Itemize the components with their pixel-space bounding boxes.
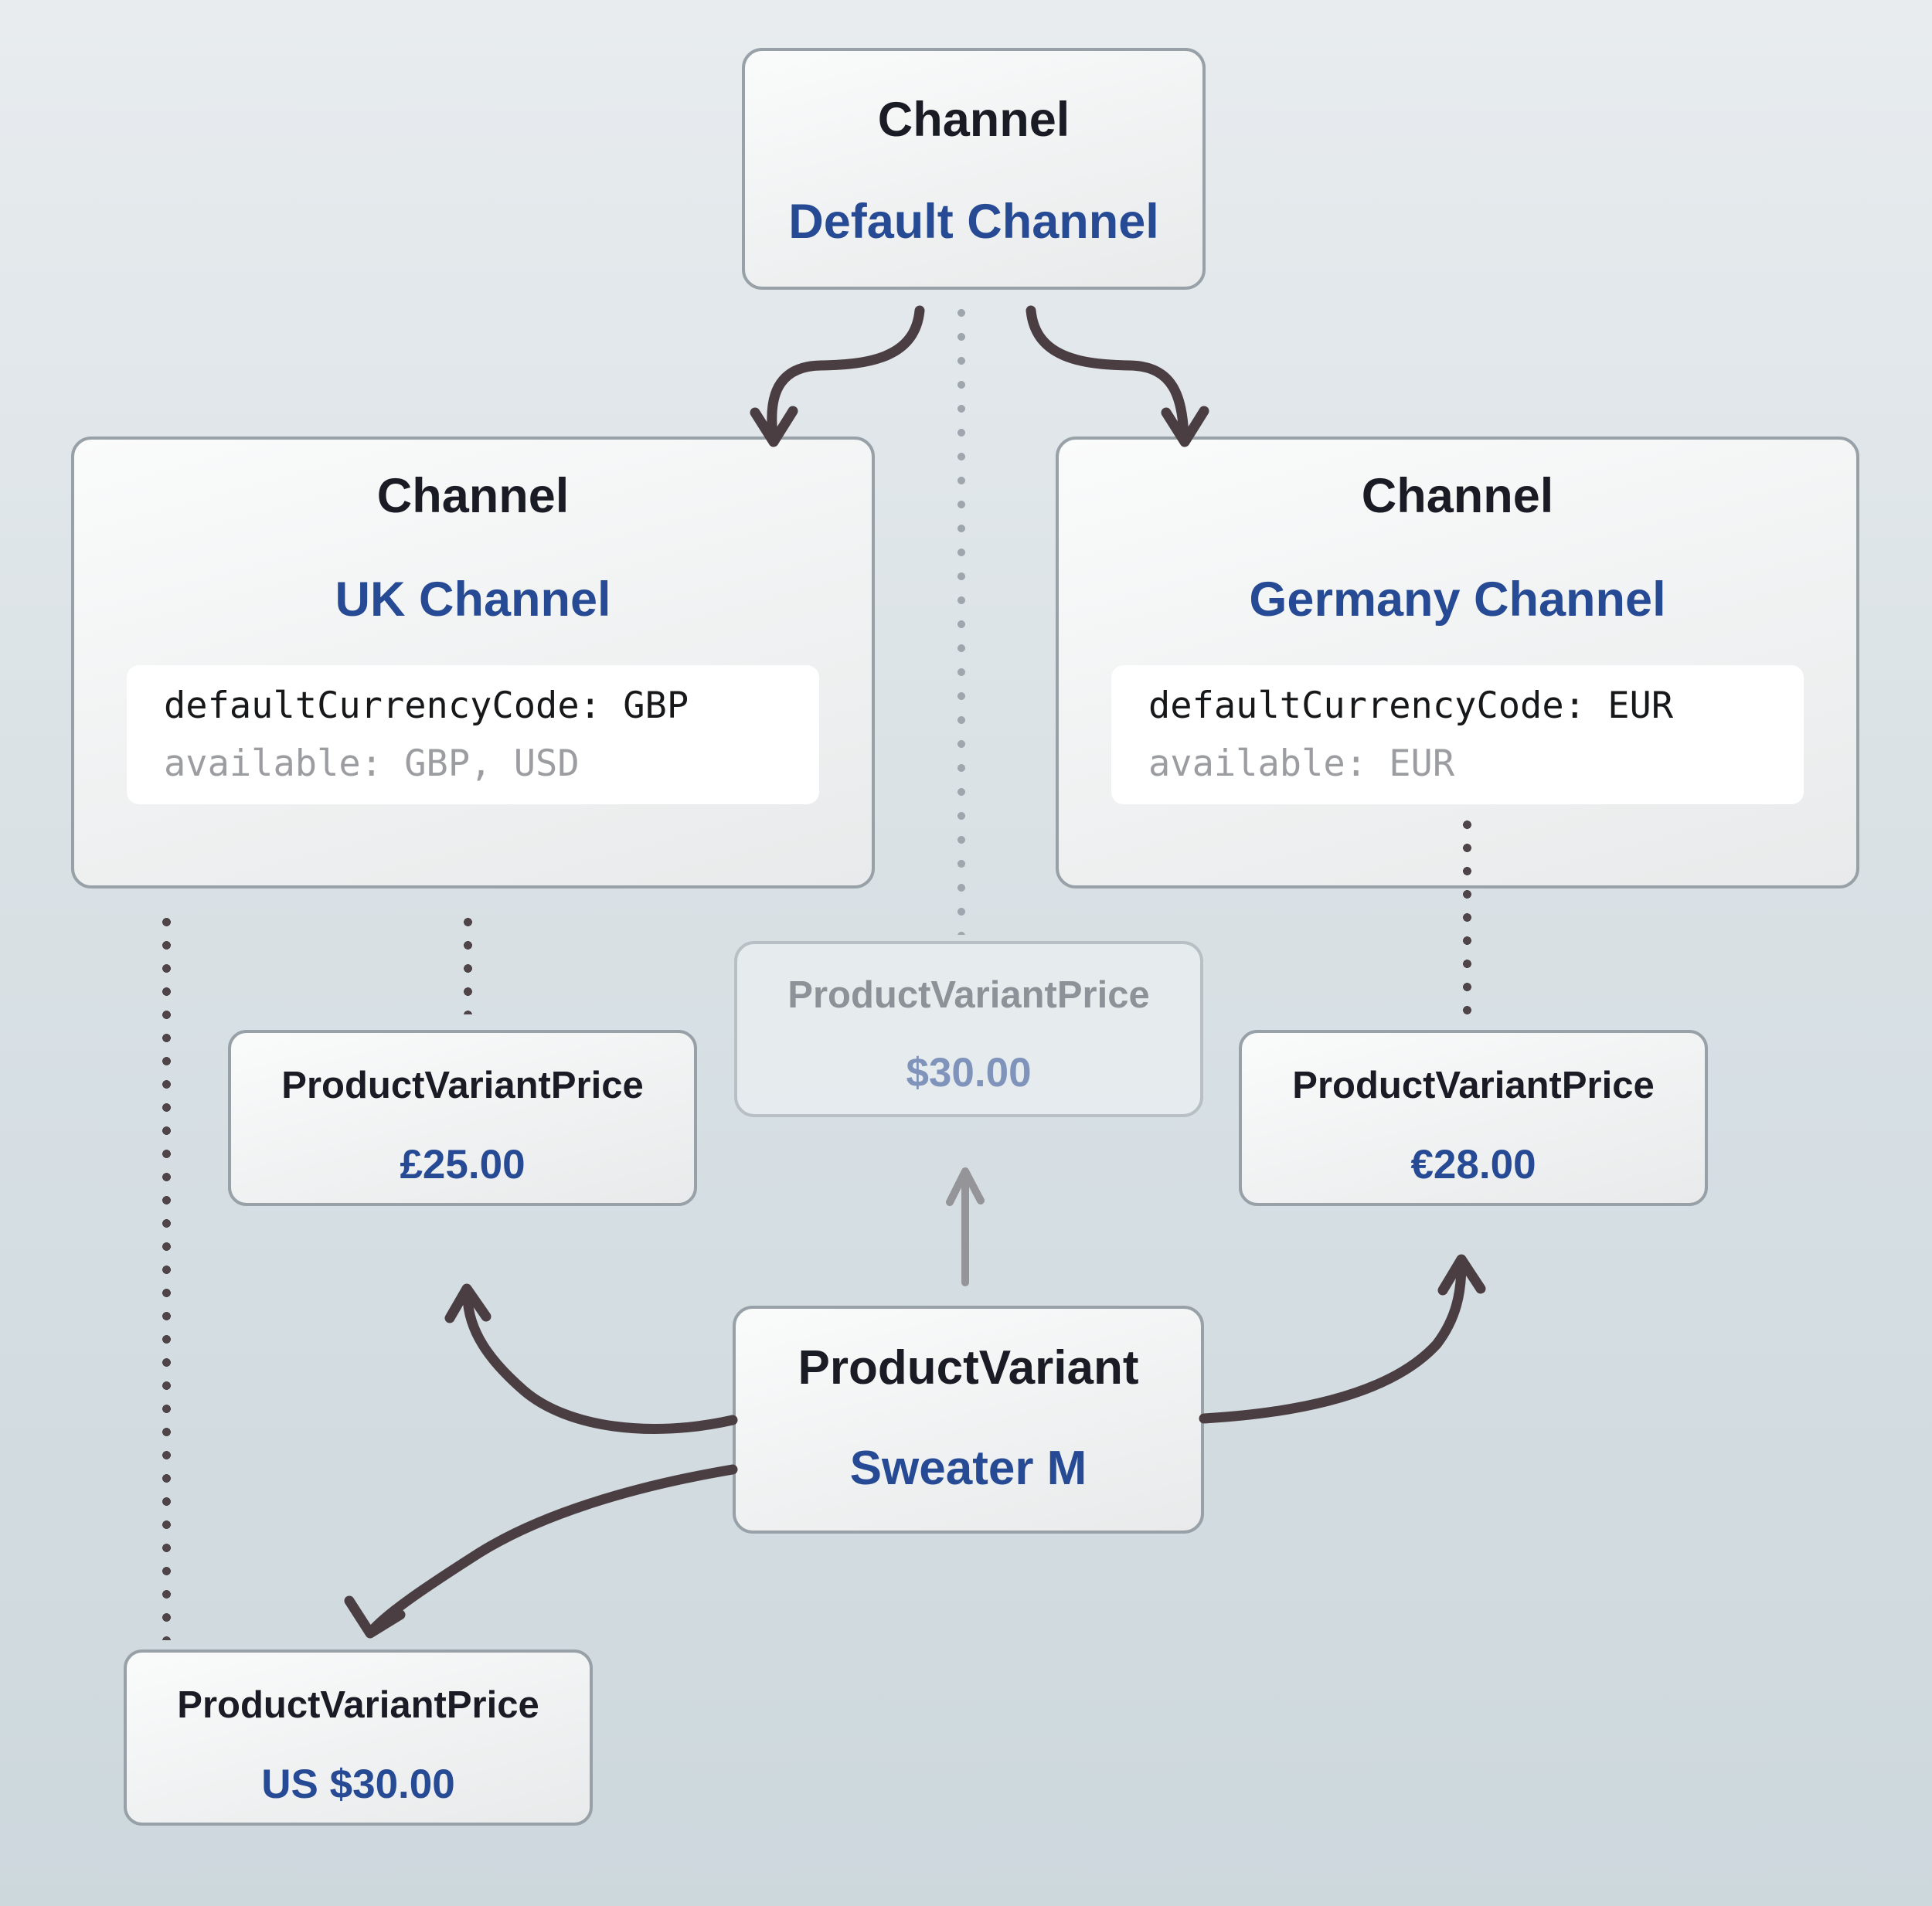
entity-type-label: ProductVariantPrice bbox=[177, 1684, 539, 1726]
available-currencies-line: available: GBP, USD bbox=[164, 742, 580, 785]
dotted-line-uk-channel-to-us-price bbox=[162, 918, 171, 1640]
entity-type-label: ProductVariantPrice bbox=[1292, 1065, 1655, 1106]
entity-type-label: ProductVariantPrice bbox=[281, 1065, 644, 1106]
default-currency-line: defaultCurrencyCode: EUR bbox=[1148, 685, 1674, 727]
dotted-line-uk-channel-to-uk-price bbox=[464, 918, 472, 1014]
entity-type-label: Channel bbox=[877, 93, 1070, 147]
entity-type-label: Channel bbox=[1361, 469, 1554, 523]
entity-name-label: Sweater M bbox=[849, 1442, 1087, 1495]
default-currency-line: defaultCurrencyCode: GBP bbox=[164, 685, 689, 727]
arrow-product-variant-to-us-price bbox=[344, 1464, 738, 1639]
entity-type-label: ProductVariant bbox=[798, 1341, 1139, 1395]
entity-name-label: Default Channel bbox=[788, 195, 1159, 249]
currency-code-panel: defaultCurrencyCode: GBP available: GBP,… bbox=[127, 665, 819, 804]
entity-type-label: Channel bbox=[376, 469, 570, 523]
dotted-line-default-channel-to-default-price bbox=[957, 309, 965, 935]
arrow-default-channel-to-germany-channel bbox=[1026, 305, 1209, 447]
node-default-price-faded: ProductVariantPrice $30.00 bbox=[734, 941, 1203, 1117]
node-germany-price: ProductVariantPrice €28.00 bbox=[1239, 1030, 1708, 1206]
arrow-product-variant-to-default-price bbox=[946, 1167, 985, 1286]
node-default-channel: Channel Default Channel bbox=[742, 48, 1206, 290]
entity-name-label: Germany Channel bbox=[1249, 572, 1666, 627]
node-germany-channel: Channel Germany Channel defaultCurrencyC… bbox=[1056, 437, 1859, 888]
node-product-variant: ProductVariant Sweater M bbox=[733, 1306, 1204, 1534]
entity-name-label: UK Channel bbox=[335, 572, 611, 627]
price-value-label: £25.00 bbox=[400, 1142, 526, 1187]
arrow-product-variant-to-uk-price bbox=[444, 1283, 738, 1434]
node-us-price: ProductVariantPrice US $30.00 bbox=[124, 1649, 593, 1826]
dotted-line-germany-channel-to-germany-price bbox=[1463, 820, 1471, 1018]
node-uk-price: ProductVariantPrice £25.00 bbox=[228, 1030, 697, 1206]
node-uk-channel: Channel UK Channel defaultCurrencyCode: … bbox=[71, 437, 875, 888]
price-value-label: $30.00 bbox=[906, 1050, 1032, 1096]
available-currencies-line: available: EUR bbox=[1148, 742, 1455, 785]
price-value-label: US $30.00 bbox=[261, 1762, 455, 1807]
arrow-default-channel-to-uk-channel bbox=[750, 305, 925, 447]
price-value-label: €28.00 bbox=[1410, 1142, 1536, 1187]
entity-type-label: ProductVariantPrice bbox=[787, 974, 1150, 1016]
currency-code-panel: defaultCurrencyCode: EUR available: EUR bbox=[1111, 665, 1804, 804]
arrow-product-variant-to-germany-price bbox=[1199, 1254, 1486, 1424]
